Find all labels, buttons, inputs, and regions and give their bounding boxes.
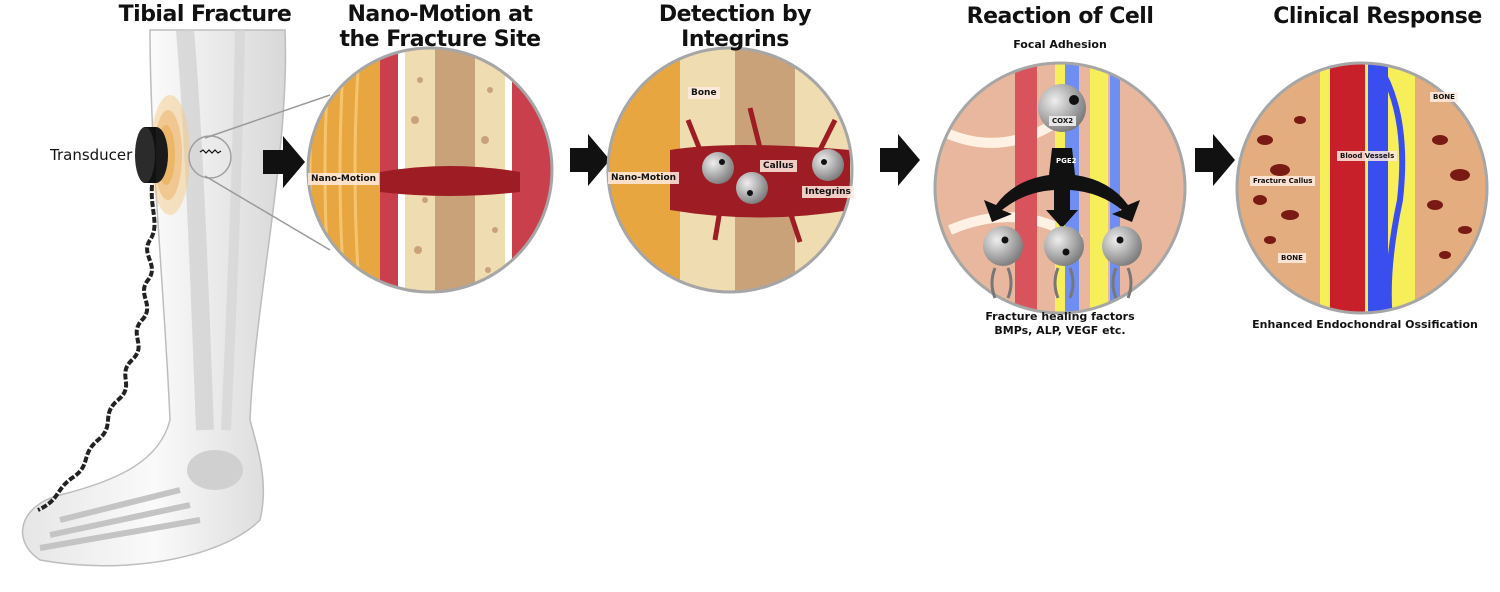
- stage-title-nano-motion: Nano-Motion at the Fracture Site: [330, 2, 550, 52]
- leg-illustration: [21, 29, 287, 567]
- stage-title-clinical-response: Clinical Response: [1273, 4, 1482, 29]
- label-cox2: COX2: [1049, 116, 1077, 126]
- label-bone-lower: BONE: [1278, 253, 1306, 263]
- label-bone: Bone: [688, 87, 720, 99]
- label-healing-factors-line2: BMPs, ALP, VEGF etc.: [994, 324, 1126, 337]
- label-healing-factors-line1: Fracture healing factors: [985, 310, 1135, 323]
- label-pge2: PGE2: [1056, 157, 1077, 165]
- arrow-2: [570, 134, 610, 186]
- stage-title-nano-motion-line1: Nano-Motion at: [347, 2, 533, 27]
- stage-title-detection-line1: Detection by: [658, 2, 812, 27]
- label-transducer: Transducer: [50, 146, 133, 164]
- label-nano-motion-2: Nano-Motion: [608, 172, 680, 184]
- flow-arrows: [263, 134, 1235, 188]
- label-nano-motion-1: Nano-Motion: [308, 173, 380, 185]
- stage-title-detection: Detection by Integrins: [640, 2, 830, 52]
- stage-title-nano-motion-line2: the Fracture Site: [339, 27, 541, 52]
- arrow-4: [1195, 134, 1235, 186]
- stage-subtitle-focal-adhesion: Focal Adhesion: [1013, 38, 1107, 51]
- label-blood-vessels: Blood Vessels: [1337, 151, 1398, 161]
- integrin-detection-circle: [608, 48, 852, 292]
- label-bone-upper: BONE: [1430, 92, 1458, 102]
- transducer-device: [135, 127, 168, 183]
- fracture-site-circle: [308, 48, 552, 292]
- stage-title-tibial-fracture: Tibial Fracture: [118, 2, 292, 27]
- label-callus: Callus: [760, 160, 797, 172]
- clinical-response-circle: [1237, 63, 1487, 313]
- label-ossification: Enhanced Endochondral Ossification: [1252, 318, 1478, 331]
- label-fracture-callus: Fracture Callus: [1250, 176, 1316, 186]
- label-integrins: Integrins: [802, 186, 854, 198]
- stage-title-reaction: Reaction of Cell: [966, 4, 1154, 29]
- transducer-cable: [37, 184, 157, 512]
- arrow-1: [263, 136, 305, 188]
- arrow-3: [880, 134, 920, 186]
- stage-title-detection-line2: Integrins: [681, 27, 789, 52]
